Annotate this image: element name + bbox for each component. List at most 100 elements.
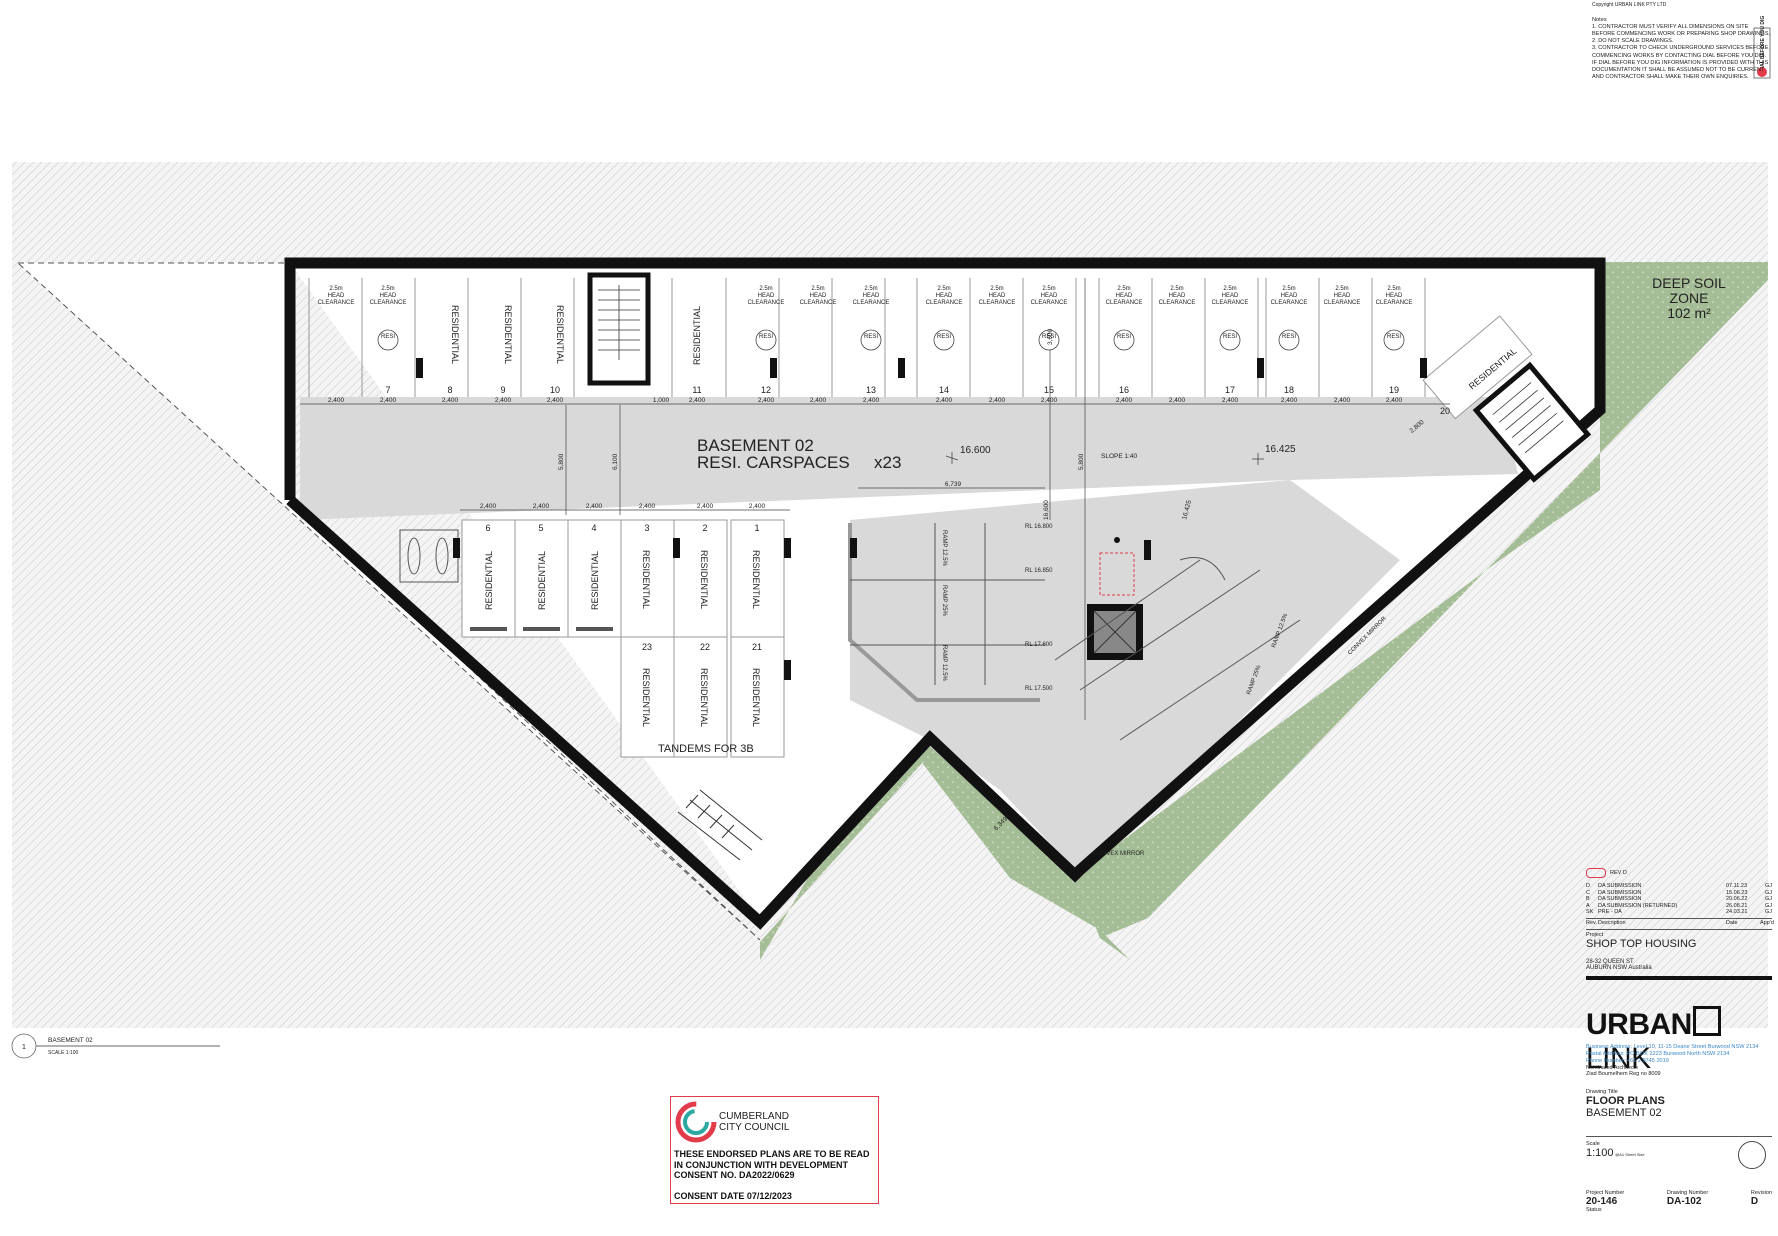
- svg-text:SCALE 1:100: SCALE 1:100: [48, 1050, 79, 1056]
- north-arrow-icon: [1738, 1141, 1766, 1169]
- svg-text:16.600: 16.600: [960, 445, 991, 456]
- svg-text:DEEP SOIL: DEEP SOIL: [1652, 275, 1726, 291]
- svg-text:CLEARANCE: CLEARANCE: [748, 300, 785, 306]
- svg-text:HEAD: HEAD: [1116, 293, 1133, 299]
- svg-text:21: 21: [752, 642, 762, 652]
- svg-text:CLEARANCE: CLEARANCE: [1324, 300, 1361, 306]
- svg-text:RL 16.850: RL 16.850: [1025, 568, 1053, 574]
- svg-text:20: 20: [1440, 406, 1450, 416]
- svg-text:HEAD: HEAD: [863, 293, 880, 299]
- resi-tags: RESI RESI RESI RESI RESI RESI RESI RESI …: [381, 334, 1401, 340]
- svg-text:HEAD: HEAD: [758, 293, 775, 299]
- svg-text:HEAD: HEAD: [1334, 293, 1351, 299]
- phone-number: Phone Number: +61 2 9745 2019: [1586, 1058, 1669, 1064]
- deep-soil-zone-lower: [900, 720, 1130, 960]
- svg-text:CLEARANCE: CLEARANCE: [1031, 300, 1068, 306]
- svg-text:RESIDENTIAL: RESIDENTIAL: [641, 550, 651, 609]
- svg-text:2,400: 2,400: [1169, 397, 1186, 404]
- svg-text:BASEMENT 02: BASEMENT 02: [48, 1037, 93, 1044]
- svg-text:RESIDENTIAL: RESIDENTIAL: [590, 551, 600, 610]
- svg-text:1: 1: [754, 523, 759, 533]
- svg-text:2,400: 2,400: [586, 503, 603, 510]
- svg-text:4: 4: [591, 523, 596, 533]
- project-label: Project: [1586, 931, 1604, 938]
- svg-text:2,400: 2,400: [495, 397, 512, 404]
- svg-text:BASEMENT 02: BASEMENT 02: [697, 436, 814, 455]
- svg-text:15: 15: [1044, 385, 1054, 395]
- svg-text:3: 3: [644, 523, 649, 533]
- svg-text:CLEARANCE: CLEARANCE: [370, 300, 407, 306]
- svg-text:16.425: 16.425: [1265, 444, 1296, 455]
- stair-core-top: [587, 272, 651, 386]
- architects-label: Nominated Architects: [1586, 1065, 1638, 1071]
- svg-text:22: 22: [700, 642, 710, 652]
- svg-text:RESI: RESI: [1117, 334, 1131, 340]
- svg-text:2.5m: 2.5m: [1282, 286, 1295, 292]
- svg-text:102 m²: 102 m²: [1667, 305, 1711, 321]
- stair-core-right: [1472, 361, 1592, 483]
- project-number: 20-146: [1586, 1196, 1618, 1207]
- svg-text:RESI: RESI: [759, 334, 773, 340]
- svg-text:RESIDENTIAL: RESIDENTIAL: [537, 551, 547, 610]
- svg-text:2.5m: 2.5m: [990, 286, 1003, 292]
- svg-text:RAMP 12.5%: RAMP 12.5%: [941, 645, 947, 682]
- svg-text:RL 17.600: RL 17.600: [1025, 642, 1053, 648]
- svg-text:2,400: 2,400: [639, 503, 656, 510]
- svg-text:HEAD: HEAD: [810, 293, 827, 299]
- project-number-label: Project Number: [1586, 1190, 1625, 1196]
- svg-text:2,400: 2,400: [1116, 397, 1133, 404]
- svg-text:9: 9: [500, 385, 505, 395]
- drawing-notes: Copyright URBAN LINK PTY LTD Notes 1. CO…: [1592, 2, 1770, 81]
- svg-text:CLEARANCE: CLEARANCE: [1159, 300, 1196, 306]
- consent-date: CONSENT DATE 07/12/2023: [674, 1190, 792, 1201]
- svg-text:RAMP 25%: RAMP 25%: [941, 585, 947, 617]
- svg-text:6: 6: [485, 523, 490, 533]
- svg-text:RESI: RESI: [1387, 334, 1401, 340]
- convex-mirror-label-bottom: CONVEX MIRROR: [1093, 851, 1145, 857]
- top-parking-bays: [308, 278, 1426, 397]
- residential-bay-20: [1422, 315, 1533, 420]
- svg-text:RESIDENTIAL: RESIDENTIAL: [484, 551, 494, 610]
- driveway-aisle: [300, 397, 1518, 520]
- top-bay-numbers: 7 8 9 10 11 12 13 14 15 16 17 18 19 20: [385, 385, 1450, 416]
- svg-text:HEAD: HEAD: [1222, 293, 1239, 299]
- svg-text:RESI: RESI: [1223, 334, 1237, 340]
- svg-text:2.5m: 2.5m: [759, 286, 772, 292]
- svg-text:RESIDENTIAL: RESIDENTIAL: [699, 668, 709, 727]
- svg-text:2.5m: 2.5m: [1387, 286, 1400, 292]
- ramp-area: [850, 480, 1400, 870]
- svg-text:HEAD: HEAD: [1169, 293, 1186, 299]
- svg-text:5: 5: [538, 523, 543, 533]
- svg-text:14: 14: [939, 385, 949, 395]
- rl-labels: RL 16.800 RL 16.850 RL 17.600 RL 17.500: [1025, 524, 1053, 692]
- svg-text:CLEARANCE: CLEARANCE: [1106, 300, 1143, 306]
- svg-text:RESI: RESI: [1282, 334, 1296, 340]
- drawing-title-2: BASEMENT 02: [1586, 1107, 1662, 1119]
- spot-levels: 16.600 16.425 SLOPE 1:40: [945, 444, 1296, 465]
- dimension-lines: [300, 278, 1450, 720]
- svg-text:2,400: 2,400: [749, 503, 766, 510]
- svg-text:RESIDENTIAL: RESIDENTIAL: [641, 668, 651, 727]
- svg-text:2.5m: 2.5m: [1042, 286, 1055, 292]
- svg-text:2,400: 2,400: [533, 503, 550, 510]
- svg-text:2,400: 2,400: [1281, 397, 1298, 404]
- svg-text:RESI. CARSPACES: RESI. CARSPACES: [697, 453, 850, 472]
- svg-text:2,400: 2,400: [1334, 397, 1351, 404]
- svg-text:RESIDENTIAL: RESIDENTIAL: [450, 305, 460, 364]
- svg-text:2,400: 2,400: [758, 397, 775, 404]
- deep-soil-zone: [1075, 262, 1768, 938]
- svg-text:SLOPE 1:40: SLOPE 1:40: [1101, 453, 1138, 460]
- svg-text:2.5m: 2.5m: [1335, 286, 1348, 292]
- svg-text:HEAD: HEAD: [1386, 293, 1403, 299]
- drawing-number-label: Drawing Number: [1666, 1190, 1709, 1196]
- tandem-label: TANDEMS FOR 3B: [658, 743, 754, 755]
- urban-link-mark-icon: [1692, 1006, 1721, 1036]
- mid-bay-numbers: 6 5 4 3 2 1 23 22 21: [485, 523, 762, 652]
- svg-text:2,400: 2,400: [863, 397, 880, 404]
- svg-text:2,400: 2,400: [1222, 397, 1239, 404]
